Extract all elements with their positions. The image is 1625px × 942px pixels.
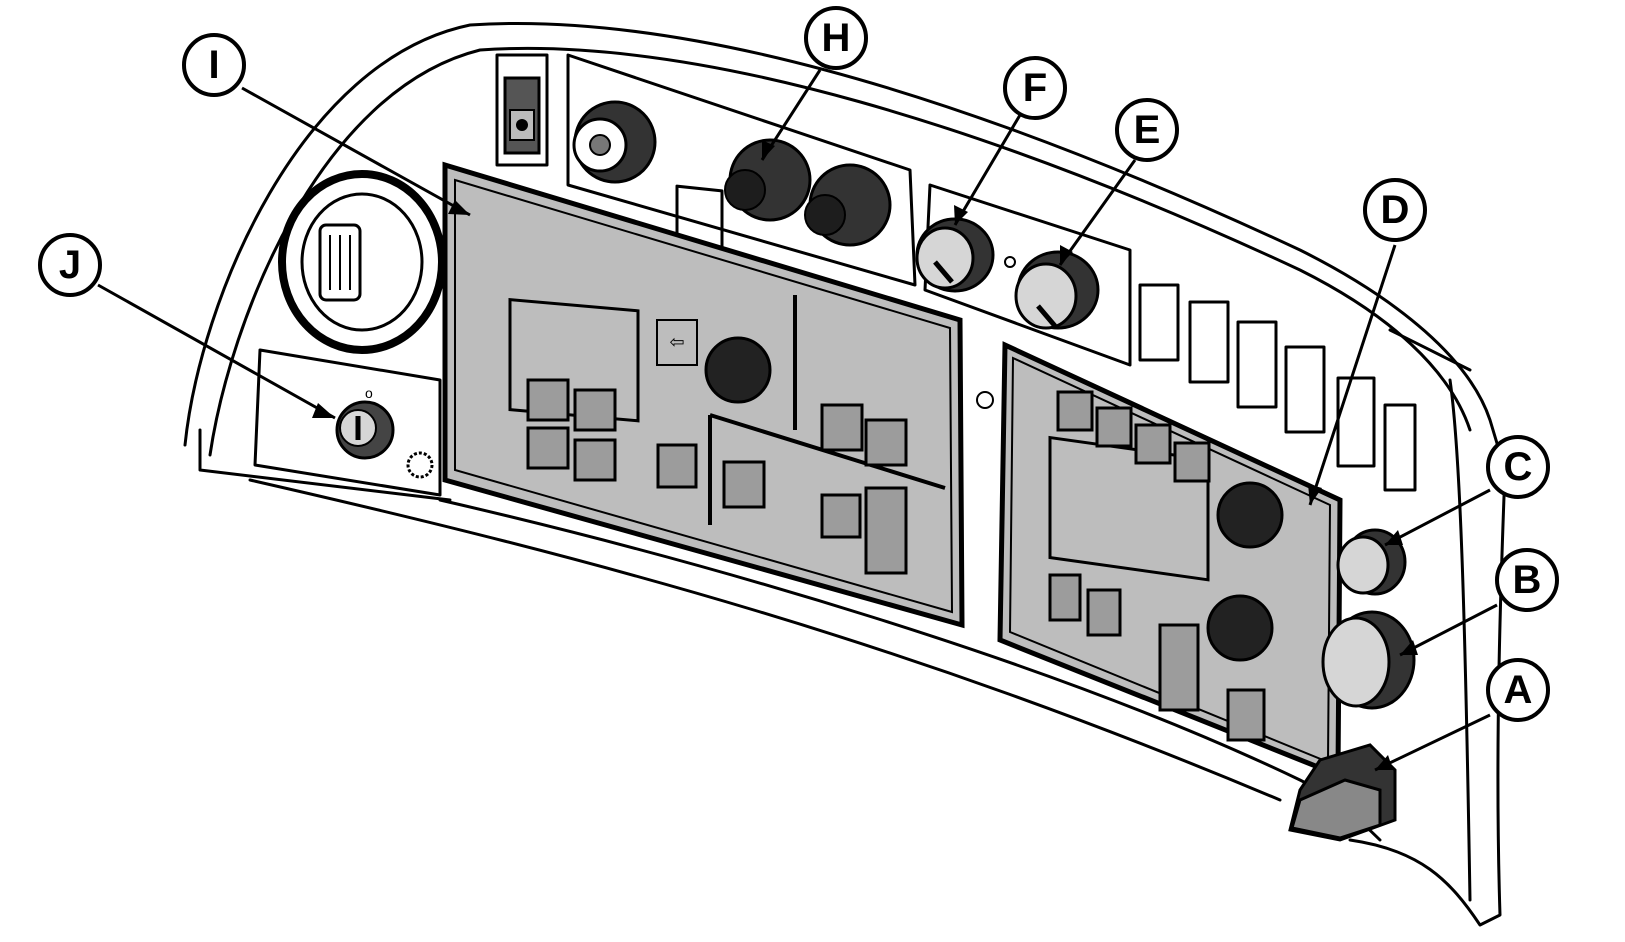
fan-speed-knob[interactable] xyxy=(335,400,395,460)
callout-c: C xyxy=(1486,435,1550,499)
function-button-8[interactable] xyxy=(722,460,766,509)
function-button-5[interactable] xyxy=(656,443,698,489)
control-c-cap[interactable] xyxy=(1336,528,1407,596)
upper-rotary-knob[interactable] xyxy=(1216,481,1284,549)
callout-h: H xyxy=(804,6,868,70)
right-side-controls xyxy=(1288,528,1416,842)
function-button-10[interactable] xyxy=(864,486,908,575)
callout-label-i: I xyxy=(208,43,219,87)
callout-leaders xyxy=(97,69,1498,772)
callout-d: D xyxy=(1363,178,1427,242)
indicator-light xyxy=(976,391,994,409)
top-switch-strip xyxy=(495,53,917,287)
control-b-knob[interactable] xyxy=(1321,610,1416,710)
callout-e: E xyxy=(1115,98,1179,162)
function-button-4[interactable] xyxy=(573,438,617,482)
callout-a: A xyxy=(1486,658,1550,722)
callout-label-d: D xyxy=(1381,188,1410,232)
switch-slot-row xyxy=(1138,283,1417,492)
callout-j: J xyxy=(38,233,102,297)
callout-f: F xyxy=(1003,56,1067,120)
panel-button-lower-1[interactable] xyxy=(1158,623,1200,712)
power-socket-a[interactable] xyxy=(1288,743,1397,842)
gear-button-1[interactable] xyxy=(1056,390,1094,432)
function-button-7[interactable] xyxy=(864,418,908,467)
callout-label-a: A xyxy=(1504,668,1533,712)
main-control-panel: ⇦ xyxy=(442,161,965,629)
air-vent xyxy=(278,170,446,354)
lower-rotary-knob[interactable] xyxy=(1206,594,1274,662)
switch-slot-1[interactable] xyxy=(1138,283,1180,362)
blower-knob[interactable] xyxy=(724,138,812,222)
secondary-display-screen xyxy=(1048,435,1210,582)
callout-label-j: J xyxy=(59,243,81,287)
rocker-switch[interactable] xyxy=(503,76,541,155)
function-button-9[interactable] xyxy=(820,493,862,539)
switch-slot-2[interactable] xyxy=(1188,300,1230,384)
gear-button-5[interactable] xyxy=(1048,573,1082,622)
temperature-knob[interactable] xyxy=(572,100,657,184)
mode-knob[interactable] xyxy=(804,163,892,247)
main-rotary-knob[interactable] xyxy=(704,336,772,404)
switch-slot-6[interactable] xyxy=(1383,403,1417,492)
function-button-1[interactable] xyxy=(526,378,570,422)
callout-label-f: F xyxy=(1023,66,1047,110)
svg-text:o: o xyxy=(365,385,373,401)
secondary-control-panel xyxy=(997,341,1343,779)
lighting-knob-strip xyxy=(915,183,1132,367)
knob-e[interactable] xyxy=(1014,250,1100,330)
switch-slot-4[interactable] xyxy=(1284,345,1326,434)
gear-button-2[interactable] xyxy=(1095,406,1133,448)
gear-button-3[interactable] xyxy=(1134,423,1172,465)
callout-label-e: E xyxy=(1134,108,1161,152)
gear-button-4[interactable] xyxy=(1173,441,1211,483)
fan-scale-marks: o xyxy=(365,385,434,479)
callout-label-b: B xyxy=(1513,558,1542,602)
callout-label-c: C xyxy=(1504,445,1533,489)
panel-button-lower-2[interactable] xyxy=(1226,688,1266,742)
switch-slot-3[interactable] xyxy=(1236,320,1278,409)
gear-button-6[interactable] xyxy=(1086,588,1122,637)
knob-f[interactable] xyxy=(915,217,995,293)
callout-i: I xyxy=(182,33,246,97)
function-button-3[interactable] xyxy=(526,426,570,470)
callout-b: B xyxy=(1495,548,1559,612)
function-button-2[interactable] xyxy=(573,388,617,432)
fan-speed-control-panel: o xyxy=(253,348,442,497)
back-button[interactable]: ⇦ xyxy=(656,319,698,366)
function-button-6[interactable] xyxy=(820,403,864,452)
svg-text:⇦: ⇦ xyxy=(669,332,684,353)
switch-slot-5[interactable] xyxy=(1336,376,1376,468)
callout-label-h: H xyxy=(822,16,851,60)
